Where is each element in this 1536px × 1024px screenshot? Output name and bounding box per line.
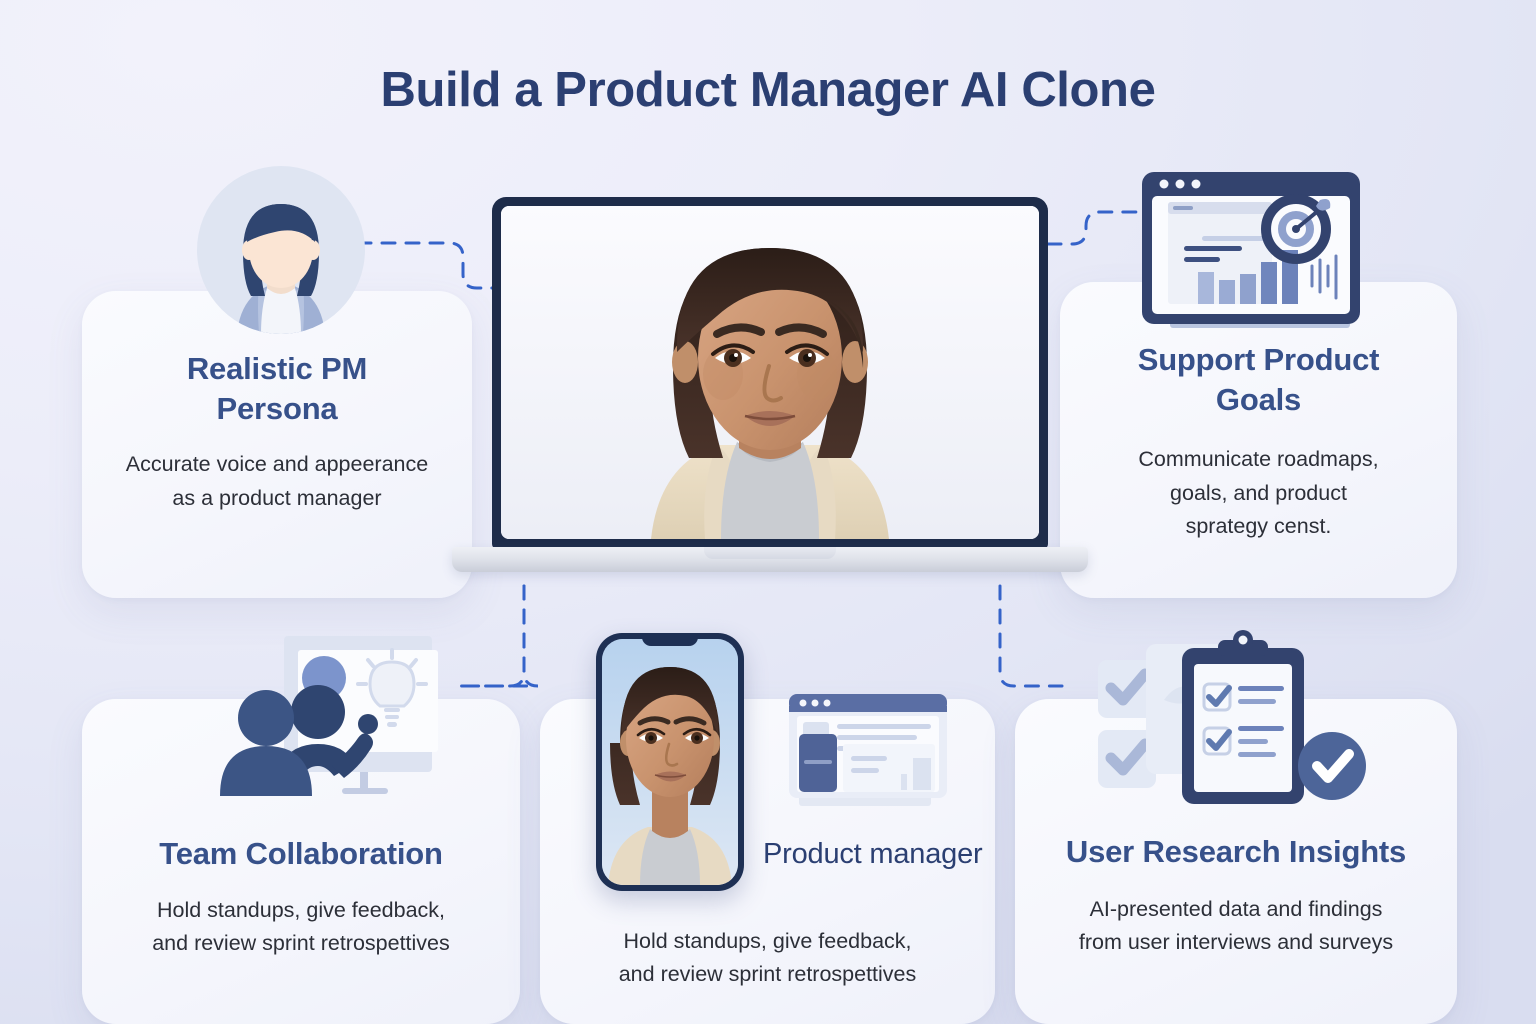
clipboard-checklist-icon xyxy=(1086,626,1372,808)
card-persona-heading: Realistic PM Persona xyxy=(186,351,368,426)
card-goals-body-line2: goals, and product xyxy=(1170,480,1347,505)
analytics-dashboard-icon xyxy=(1136,166,1372,334)
card-user-body-line2: from user interviews and surveys xyxy=(1078,930,1394,955)
card-middle-body: Hold standups, give feedback, and review… xyxy=(568,925,968,992)
card-team-body-line1: Hold standups, give feedback, xyxy=(156,897,446,922)
page-title: Build a Product Manager AI Clone xyxy=(380,63,1156,117)
card-goals-heading: Support Product Goals xyxy=(1137,342,1380,417)
card-team-body-line2: and review sprint retrospettives xyxy=(152,931,450,956)
card-support-product-goals: Support Product Goals Communicate roadma… xyxy=(1060,282,1457,598)
phone-mockup xyxy=(596,633,744,891)
laptop-mockup xyxy=(452,197,1088,579)
card-goals-body: Communicate roadmaps, goals, and product… xyxy=(1094,443,1424,544)
product-manager-label: Product manager xyxy=(763,838,983,870)
phone-screen xyxy=(602,639,738,885)
phone-notch xyxy=(642,633,698,646)
card-middle-body-line2: and review sprint retrospettives xyxy=(618,962,917,987)
card-realistic-pm-persona: Realistic PM Persona Accurate voice and … xyxy=(82,291,472,598)
card-goals-body-line1: Communicate roadmaps, xyxy=(1138,447,1379,472)
card-persona-body-line2: as a product manager xyxy=(172,485,382,510)
card-user-heading: User Research Insights xyxy=(1065,834,1407,869)
card-team-heading: Team Collaboration xyxy=(159,836,443,871)
pm-avatar-icon xyxy=(197,166,365,334)
browser-window-icon xyxy=(777,686,965,818)
product-manager-portrait-mobile xyxy=(602,639,738,885)
card-persona-body-line1: Accurate voice and appeerance xyxy=(125,452,429,477)
card-team-body: Hold standups, give feedback, and review… xyxy=(105,894,497,961)
card-user-body-line1: AI-presented data and findings xyxy=(1089,896,1383,921)
laptop-lid xyxy=(492,197,1048,549)
laptop-hinge-notch xyxy=(704,547,836,559)
card-user-body: AI-presented data and findings from user… xyxy=(1031,893,1441,960)
team-whiteboard-icon xyxy=(208,628,444,796)
card-middle-body-line1: Hold standups, give feedback, xyxy=(623,928,912,953)
product-manager-portrait xyxy=(501,206,1039,539)
laptop-screen xyxy=(501,206,1039,539)
card-goals-body-line3: sprategy censt. xyxy=(1185,514,1332,539)
card-persona-body: Accurate voice and appeerance as a produ… xyxy=(101,448,453,515)
